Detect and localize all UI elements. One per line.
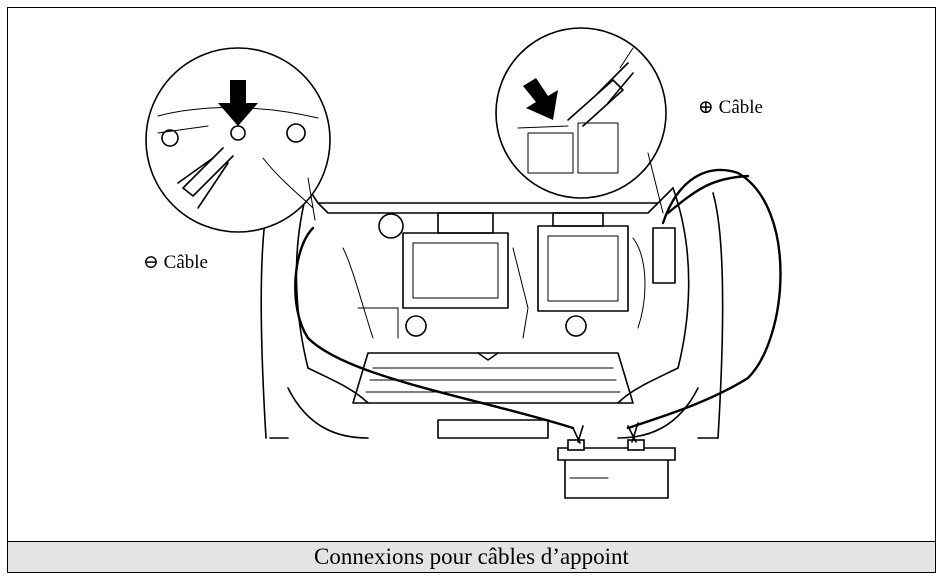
arrow-down-icon <box>523 78 558 120</box>
positive-cable-label: ⊕ Câble <box>698 97 763 118</box>
jump-start-diagram <box>145 27 782 499</box>
negative-cable-label: ⊖ Câble <box>143 252 208 273</box>
engine-compartment <box>342 212 676 339</box>
positive-connection-detail <box>495 27 667 199</box>
negative-connection-detail <box>145 47 331 233</box>
figure-caption: Connexions pour câbles d’appoint <box>8 542 935 572</box>
car-body <box>260 187 724 439</box>
jumper-cables <box>294 168 782 430</box>
figure-frame: ⊖ Câble ⊕ Câble Connexions pour câbles d… <box>7 7 936 573</box>
booster-battery <box>557 422 676 499</box>
figure-area: ⊖ Câble ⊕ Câble <box>8 8 935 542</box>
arrow-down-icon <box>218 80 258 126</box>
